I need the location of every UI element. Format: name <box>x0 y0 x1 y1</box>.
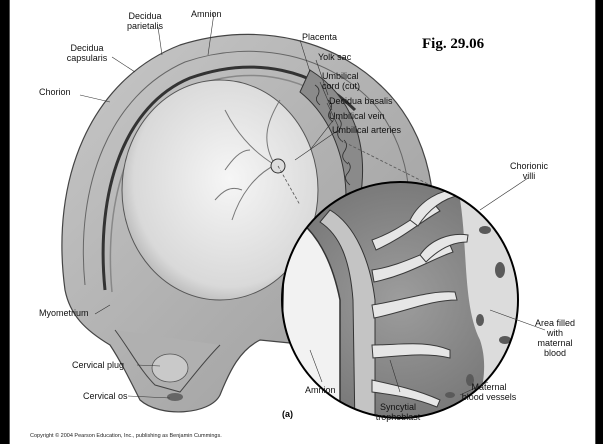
label-text: trophoblast <box>372 412 424 422</box>
label-decidua-capsularis: Decidua capsularis <box>62 43 112 63</box>
label-chorionic-villi: Chorionic villi <box>507 161 551 181</box>
label-text: Chorionic <box>507 161 551 171</box>
label-decidua-parietalis: Decidua parietalis <box>122 11 168 31</box>
label-umbilical-vein: Umbilical vein <box>329 111 385 121</box>
label-maternal-blood-vessels: Maternal blood vessels <box>453 382 525 402</box>
copyright-notice: Copyright © 2004 Pearson Education, Inc.… <box>30 433 222 439</box>
label-cervical-os: Cervical os <box>83 391 128 401</box>
label-amnion-bottom: Amnion <box>305 385 336 395</box>
label-text: Syncytial <box>372 402 424 412</box>
label-text: parietalis <box>122 21 168 31</box>
label-text: maternal <box>528 338 582 348</box>
label-syncytial-trophoblast: Syncytial trophoblast <box>372 402 424 422</box>
panel-label: (a) <box>282 409 293 419</box>
label-text: blood vessels <box>453 392 525 402</box>
cervical-plug <box>152 354 188 382</box>
label-umbilical-arteries: Umbilical arteries <box>332 125 401 135</box>
label-myometrium: Myometrium <box>39 308 89 318</box>
label-yolk-sac: Yolk sac <box>318 52 351 62</box>
label-text: Umbilical <box>322 71 360 81</box>
uterus-pregnancy-illustration <box>10 0 595 444</box>
label-text: cord (cut) <box>322 81 360 91</box>
label-text: Area filled <box>528 318 582 328</box>
label-text: blood <box>528 348 582 358</box>
label-text: Decidua <box>122 11 168 21</box>
figure-frame: Fig. 29.06 Decidua parietalis Amnion Dec… <box>9 0 596 444</box>
label-umbilical-cord: Umbilical cord (cut) <box>322 71 360 91</box>
figure-title: Fig. 29.06 <box>422 36 484 53</box>
label-decidua-basalis: Decidua basalis <box>329 96 393 106</box>
label-text: Maternal <box>453 382 525 392</box>
label-text: Decidua <box>62 43 112 53</box>
label-text: capsularis <box>62 53 112 63</box>
label-area-filled-maternal-blood: Area filled with maternal blood <box>528 318 582 358</box>
label-amnion-top: Amnion <box>191 9 222 19</box>
label-text: villi <box>507 171 551 181</box>
label-text: with <box>528 328 582 338</box>
label-cervical-plug: Cervical plug <box>72 360 124 370</box>
label-chorion: Chorion <box>39 87 71 97</box>
label-placenta: Placenta <box>302 32 337 42</box>
cervical-os <box>167 393 183 401</box>
